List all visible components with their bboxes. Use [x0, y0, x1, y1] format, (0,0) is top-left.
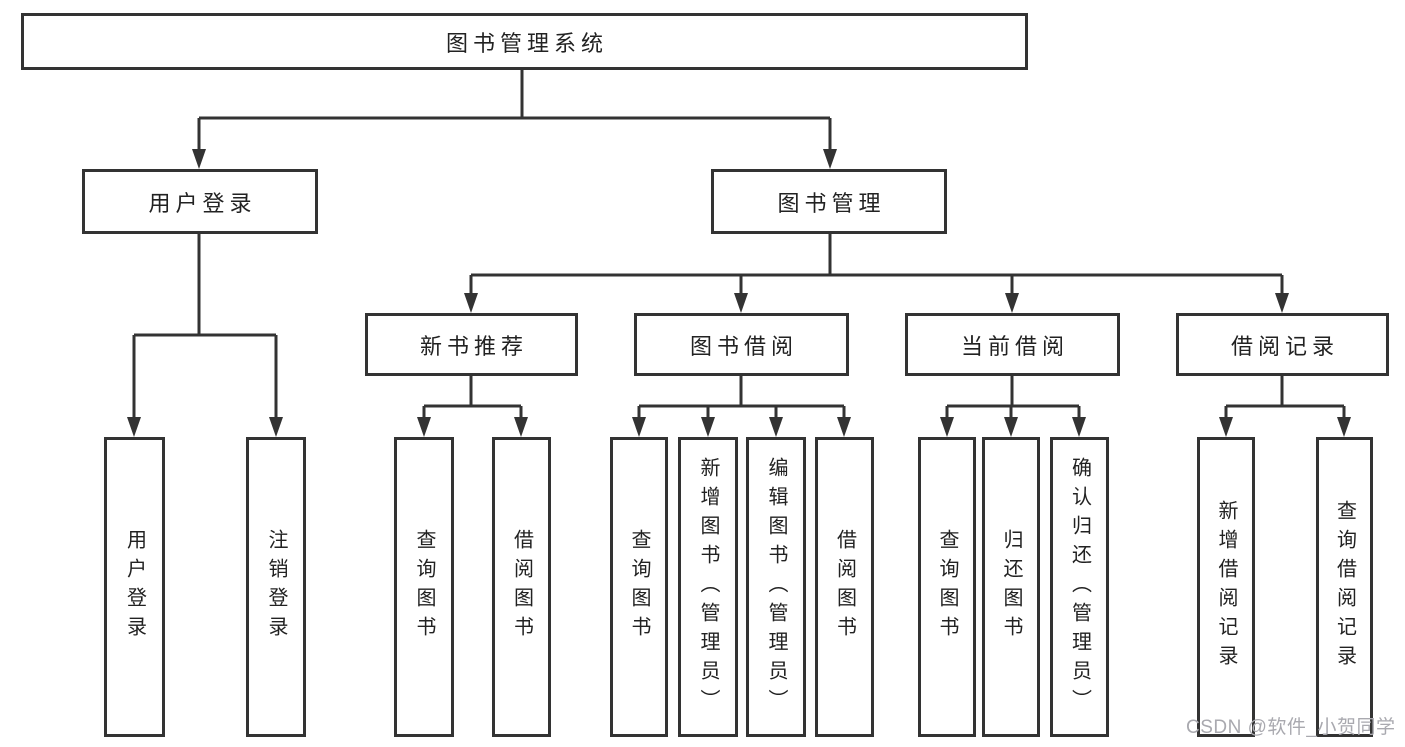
leaf-bb-add-book: 新增图书（管理员）	[678, 437, 738, 737]
node-borrow-record: 借阅记录	[1176, 313, 1389, 376]
leaf-bb-edit-book: 编辑图书（管理员）	[746, 437, 806, 737]
node-new-book-recommend-label: 新书推荐	[419, 333, 528, 359]
leaf-bb-query-book-label: 查询图书	[628, 529, 650, 645]
leaf-nb-borrow-book: 借阅图书	[492, 437, 551, 737]
node-book-borrow: 图书借阅	[634, 313, 849, 376]
leaf-bb-borrow-book: 借阅图书	[815, 437, 874, 737]
leaf-nb-borrow-book-label: 借阅图书	[510, 529, 533, 645]
node-root: 图书管理系统	[21, 13, 1028, 70]
leaf-br-add-record: 新增借阅记录	[1197, 437, 1255, 737]
leaf-nb-query-book-label: 查询图书	[413, 529, 435, 645]
leaf-logout: 注销登录	[246, 437, 306, 737]
node-current-borrow-label: 当前借阅	[960, 333, 1069, 359]
node-new-book-recommend: 新书推荐	[365, 313, 578, 376]
leaf-cb-query-book: 查询图书	[918, 437, 976, 737]
leaf-bb-borrow-book-label: 借阅图书	[833, 529, 856, 645]
node-user-login: 用户登录	[82, 169, 318, 234]
leaf-bb-edit-book-label: 编辑图书（管理员）	[765, 456, 787, 718]
node-book-management-label: 图书管理	[777, 190, 886, 216]
leaf-br-query-record-label: 查询借阅记录	[1333, 500, 1356, 674]
leaf-bb-add-book-label: 新增图书（管理员）	[697, 456, 719, 718]
leaf-cb-query-book-label: 查询图书	[936, 529, 958, 645]
node-book-management: 图书管理	[711, 169, 947, 234]
leaf-cb-confirm-return-label: 确认归还（管理员）	[1068, 456, 1091, 718]
csdn-watermark: CSDN @软件_小贺同学	[1186, 717, 1396, 738]
leaf-br-add-record-label: 新增借阅记录	[1215, 500, 1237, 674]
leaf-cb-confirm-return: 确认归还（管理员）	[1050, 437, 1109, 737]
node-book-borrow-label: 图书借阅	[689, 333, 798, 359]
leaf-logout-label: 注销登录	[265, 529, 287, 645]
leaf-nb-query-book: 查询图书	[394, 437, 454, 737]
leaf-user-login-label: 用户登录	[123, 529, 146, 645]
leaf-user-login: 用户登录	[104, 437, 165, 737]
node-user-login-label: 用户登录	[148, 190, 257, 216]
leaf-cb-return-book: 归还图书	[982, 437, 1040, 737]
leaf-bb-query-book: 查询图书	[610, 437, 668, 737]
node-root-label: 图书管理系统	[445, 30, 608, 56]
leaf-br-query-record: 查询借阅记录	[1316, 437, 1373, 737]
leaf-cb-return-book-label: 归还图书	[1000, 529, 1022, 645]
node-borrow-record-label: 借阅记录	[1230, 333, 1339, 359]
arrowheads	[127, 149, 1351, 437]
node-current-borrow: 当前借阅	[905, 313, 1120, 376]
